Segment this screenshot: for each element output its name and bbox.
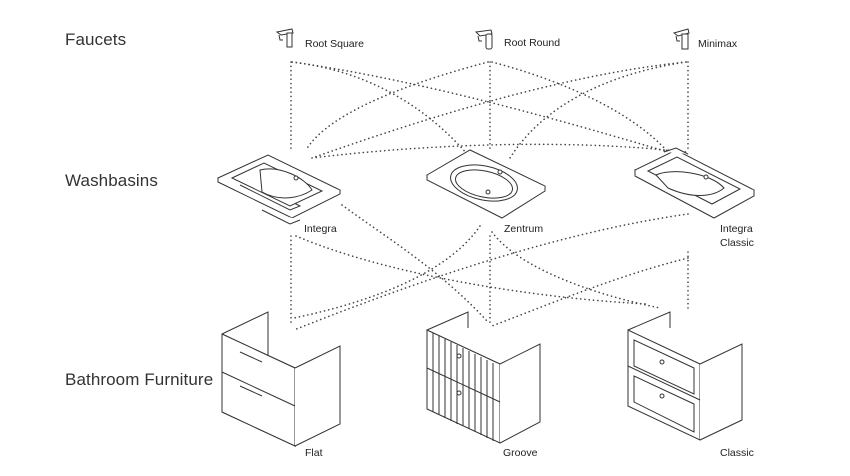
connector-faucet2-basin3 (491, 61, 669, 153)
connector-basin3-furn2 (491, 257, 689, 327)
connector-basin1-furn3 (295, 235, 649, 305)
washbasin-label-integra-classic-line1: Integra (720, 223, 753, 235)
furniture-flat (221, 311, 341, 448)
furniture-label-groove: Groove (503, 447, 538, 459)
row-label-faucets: Faucets (65, 30, 127, 49)
washbasin-label-integra-classic: Integra Classic (720, 222, 754, 250)
row-label-washbasins: Washbasins (65, 171, 158, 190)
groove-lines (432, 333, 494, 441)
washbasin-integra-classic (633, 147, 756, 219)
furniture-label-classic: Classic (720, 447, 754, 459)
faucet-label-root-square: Root Square (305, 38, 364, 50)
connector-faucet1-basin2 (291, 61, 469, 156)
connector-basin2-furn3 (491, 231, 661, 309)
connector-basin2-furn1 (293, 225, 481, 319)
furniture-classic (627, 311, 743, 441)
connector-basin1-basin3-upper (311, 143, 687, 159)
connector-basin3-furn1 (293, 213, 689, 331)
washbasin-zentrum (425, 149, 547, 219)
connector-faucet2-basin1 (305, 61, 489, 151)
connector-basin1-furn2 (341, 204, 489, 323)
furniture-label-flat: Flat (305, 447, 323, 459)
faucet-round-icon (474, 29, 493, 50)
furniture-groove (426, 311, 541, 444)
faucet-square-icon (275, 28, 294, 48)
faucet-label-root-round: Root Round (504, 37, 561, 49)
faucet-minimax-icon (672, 28, 690, 50)
washbasin-label-integra: Integra (304, 223, 337, 235)
washbasin-integra (216, 154, 342, 225)
washbasin-label-integra-classic-line2: Classic (720, 237, 754, 249)
faucet-label-minimax: Minimax (698, 38, 738, 50)
row-label-furniture: Bathroom Furniture (65, 370, 214, 389)
connector-faucet3-basin2 (509, 61, 687, 159)
washbasin-label-zentrum: Zentrum (504, 223, 544, 235)
connector-faucet3-basin1 (311, 61, 687, 159)
connector-faucet1-basin3 (291, 61, 669, 153)
